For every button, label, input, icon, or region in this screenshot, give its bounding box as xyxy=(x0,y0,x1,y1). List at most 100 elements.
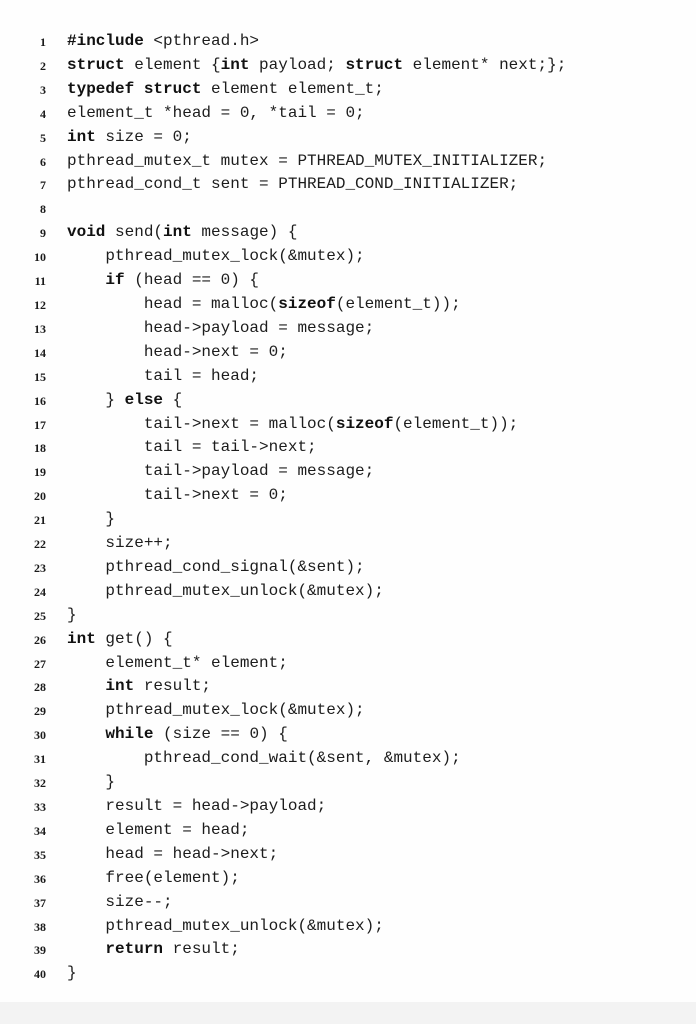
line-number: 20 xyxy=(34,489,46,504)
code-line: 30 while (size == 0) { xyxy=(0,723,696,747)
code-line: 33 result = head->payload; xyxy=(0,795,696,819)
code-line: 27 element_t* element; xyxy=(0,652,696,676)
keyword: int xyxy=(67,127,96,146)
code-line: 34 element = head; xyxy=(0,819,696,843)
code-text: element_t *head = 0, *tail = 0; xyxy=(67,103,365,122)
code-text: while (size == 0) { xyxy=(105,725,288,744)
line-number: 40 xyxy=(34,967,46,982)
line-number: 8 xyxy=(40,202,46,217)
code-line: 14 head->next = 0; xyxy=(0,341,696,365)
code-text: tail->payload = message; xyxy=(67,462,375,481)
line-number: 34 xyxy=(34,823,46,838)
code-line: 28 int result; xyxy=(0,675,696,699)
code-text: tail->next = 0; xyxy=(67,486,288,505)
line-number: 1 xyxy=(40,35,46,49)
code-text: element_t* element; xyxy=(67,653,288,672)
keyword: while xyxy=(105,725,154,744)
line-number: 26 xyxy=(34,632,46,647)
keyword: else xyxy=(124,390,164,409)
line-number: 39 xyxy=(34,943,46,958)
code-text: pthread_mutex_lock(&mutex); xyxy=(67,701,365,720)
keyword: int xyxy=(105,677,135,696)
line-number: 24 xyxy=(34,584,46,599)
line-number: 32 xyxy=(34,776,46,791)
code-line: 21 } xyxy=(0,508,696,532)
code-line: 18 tail = tail->next; xyxy=(0,436,696,460)
bottom-strip xyxy=(0,1002,696,1024)
line-number: 3 xyxy=(40,82,46,97)
code-text: typedef struct element element_t; xyxy=(67,79,384,98)
keyword: struct xyxy=(345,55,404,74)
line-number: 15 xyxy=(34,369,46,384)
code-line: 26 int get() { xyxy=(0,628,696,652)
code-text: } xyxy=(67,773,116,792)
code-line: 11 if (head == 0) { xyxy=(0,269,696,293)
line-number: 31 xyxy=(34,752,46,767)
code-text: pthread_mutex_lock(&mutex); xyxy=(67,247,365,266)
code-text: struct element {int payload; struct elem… xyxy=(67,55,567,74)
line-number: 29 xyxy=(34,704,46,719)
code-text: result = head->payload; xyxy=(67,797,327,815)
keyword: #include xyxy=(67,32,144,50)
line-number: 19 xyxy=(34,465,46,480)
code-line: 37 size--; xyxy=(0,891,696,915)
code-line: 19 tail->payload = message; xyxy=(0,460,696,484)
code-line: 25} xyxy=(0,604,696,628)
code-line: 5 int size = 0; xyxy=(0,126,696,150)
code-line: 31 pthread_cond_wait(&sent, &mutex); xyxy=(0,747,696,771)
line-number: 5 xyxy=(40,130,46,145)
code-text: head->next = 0; xyxy=(67,342,288,361)
code-line: 17 tail->next = malloc(sizeof(element_t)… xyxy=(0,413,696,437)
code-text: size--; xyxy=(67,892,173,911)
code-line: 36 free(element); xyxy=(0,867,696,891)
keyword: sizeof xyxy=(335,414,394,433)
code-line: 38 pthread_mutex_unlock(&mutex); xyxy=(0,915,696,939)
code-text: int size = 0; xyxy=(67,127,192,146)
line-number: 21 xyxy=(34,513,46,528)
code-text: size++; xyxy=(67,534,173,553)
keyword: struct xyxy=(143,79,202,98)
line-number: 17 xyxy=(34,417,46,432)
keyword: int xyxy=(220,55,250,74)
line-number: 28 xyxy=(34,680,46,695)
code-line: 24 pthread_mutex_unlock(&mutex); xyxy=(0,580,696,604)
code-text: return result; xyxy=(105,940,240,959)
line-number: 14 xyxy=(34,345,46,360)
line-number: 22 xyxy=(34,537,46,552)
code-text: #include <pthread.h> xyxy=(67,32,260,50)
keyword: int xyxy=(163,223,192,242)
line-number: 12 xyxy=(34,297,46,312)
code-text: pthread_cond_t sent = PTHREAD_COND_INITI… xyxy=(67,175,519,194)
line-number: 9 xyxy=(40,226,46,241)
keyword: sizeof xyxy=(278,294,336,313)
line-number: 33 xyxy=(34,800,46,814)
line-number: 30 xyxy=(34,728,46,743)
line-number: 13 xyxy=(34,321,46,336)
code-text: pthread_mutex_unlock(&mutex); xyxy=(67,916,384,935)
code-line: 23 pthread_cond_signal(&sent); xyxy=(0,556,696,580)
code-text: tail = head; xyxy=(67,366,260,385)
code-text: head = head->next; xyxy=(67,844,279,863)
code-text: tail = tail->next; xyxy=(67,438,317,457)
keyword: void xyxy=(67,223,106,242)
code-text: head = malloc(sizeof(element_t)); xyxy=(67,294,461,313)
line-number: 23 xyxy=(34,560,46,575)
code-text: } else { xyxy=(67,390,183,409)
code-line: 15 tail = head; xyxy=(0,365,696,389)
code-text: int get() { xyxy=(67,629,173,648)
code-text: head->payload = message; xyxy=(67,318,375,337)
keyword: if xyxy=(105,271,125,290)
line-number: 25 xyxy=(34,608,46,623)
code-line: 20 tail->next = 0; xyxy=(0,484,696,508)
line-number: 38 xyxy=(34,919,46,934)
code-text: pthread_mutex_t mutex = PTHREAD_MUTEX_IN… xyxy=(67,151,548,170)
code-text: pthread_cond_signal(&sent); xyxy=(67,557,365,576)
code-line: 40} xyxy=(0,962,696,986)
code-line: 12 head = malloc(sizeof(element_t)); xyxy=(0,293,696,317)
code-text: } xyxy=(67,510,116,529)
